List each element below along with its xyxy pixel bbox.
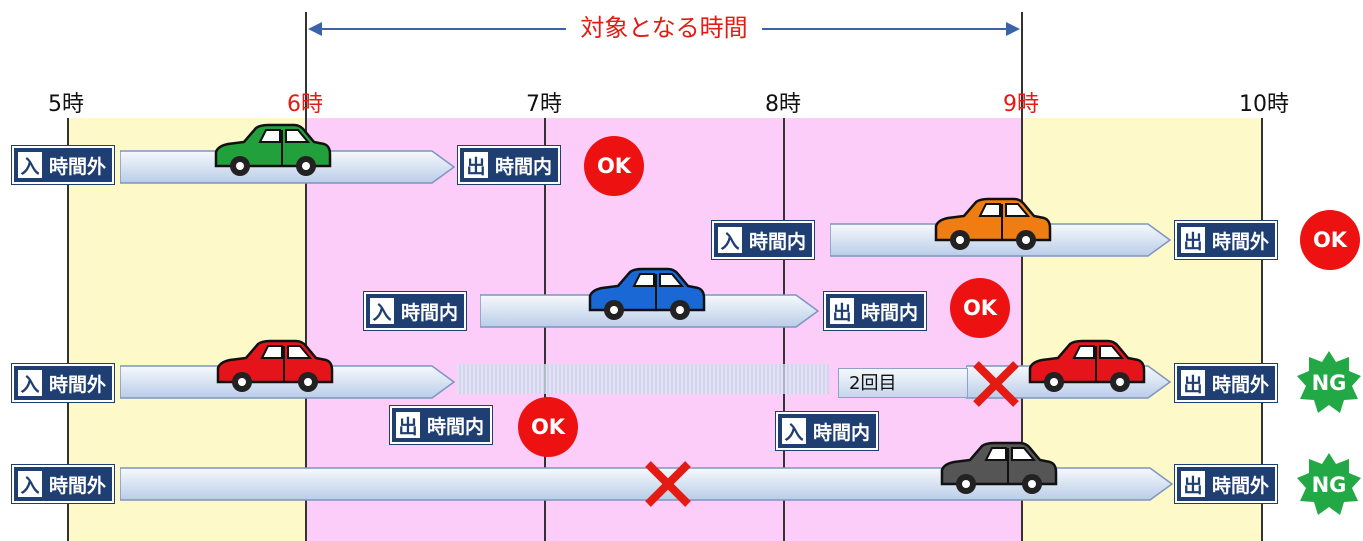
exit-status: 時間内 [495, 155, 553, 178]
entry-mark: 入 [18, 471, 42, 497]
ng-text: NG [1311, 371, 1347, 395]
ng-badge-gray: NG [1296, 452, 1362, 518]
ok-badge-red-first: OK [518, 397, 578, 457]
entry-status: 時間内 [401, 301, 459, 324]
hour-label-5: 5時 [48, 92, 84, 117]
exit-status: 時間外 [1212, 230, 1270, 253]
exit-mark: 出 [396, 412, 420, 438]
entry-badge-red: 入 時間外 [12, 364, 115, 402]
car-icon-red [212, 338, 336, 394]
exit-badge-green: 出 時間内 [458, 146, 561, 184]
ng-burst-icon [1297, 351, 1361, 413]
car-icon-red-second [1024, 338, 1148, 394]
exit-badge-blue: 出 時間内 [824, 292, 927, 330]
exit-badge-gray: 出 時間外 [1175, 465, 1278, 503]
exit-status: 時間外 [1212, 373, 1270, 396]
hour-label-8: 8時 [765, 92, 801, 117]
entry-mark: 入 [782, 418, 806, 444]
hour-line-7 [544, 118, 546, 541]
ng-text: NG [1311, 473, 1347, 497]
exit-status: 時間内 [861, 301, 919, 324]
car-icon-blue [584, 266, 708, 322]
entry-status: 時間内 [749, 230, 807, 253]
hour-label-10: 10時 [1239, 92, 1289, 117]
exit-badge-red: 出 時間外 [1175, 364, 1278, 402]
entry-mark: 入 [718, 227, 742, 253]
entry-status: 時間内 [813, 421, 871, 444]
exit-badge-red-first: 出 時間内 [390, 406, 493, 444]
hour-label-7: 7時 [526, 92, 562, 117]
ok-badge-green: OK [584, 136, 644, 196]
car-icon-orange [930, 196, 1054, 252]
car-icon-gray [936, 440, 1060, 496]
hour-label-9: 9時 [1003, 92, 1039, 117]
exit-status: 時間内 [427, 415, 485, 438]
entry-mark: 入 [18, 152, 42, 178]
ng-burst-icon [1297, 453, 1361, 515]
exit-mark: 出 [1181, 471, 1205, 497]
entry-badge-green: 入 時間外 [12, 146, 115, 184]
hour-line-5 [67, 118, 69, 541]
hour-line-9 [1021, 12, 1023, 541]
red-cross-icon [973, 361, 1019, 407]
second-entry-label: 2回目 [838, 368, 968, 398]
entry-status: 時間外 [49, 373, 107, 396]
exit-badge-orange: 出 時間外 [1175, 221, 1278, 259]
exit-mark: 出 [1181, 227, 1205, 253]
entry-badge-blue: 入 時間内 [364, 292, 467, 330]
red-cross-icon [645, 461, 691, 507]
ng-badge-red: NG [1296, 350, 1362, 416]
car-icon-green [210, 122, 334, 178]
gap-period [457, 364, 829, 394]
entry-badge-gray: 入 時間外 [12, 465, 115, 503]
exit-status: 時間外 [1212, 474, 1270, 497]
exit-mark: 出 [464, 152, 488, 178]
entry-mark: 入 [370, 298, 394, 324]
entry-status: 時間外 [49, 155, 107, 178]
hour-label-6: 6時 [287, 92, 323, 117]
entry-badge-red-second: 入 時間内 [776, 412, 879, 450]
entry-status: 時間外 [49, 474, 107, 497]
ok-badge-blue: OK [950, 278, 1010, 338]
diagram-title: 対象となる時間 [566, 12, 762, 44]
hour-line-6 [305, 12, 307, 541]
exit-mark: 出 [1181, 370, 1205, 396]
exit-mark: 出 [830, 298, 854, 324]
entry-badge-orange: 入 時間内 [712, 221, 815, 259]
ok-badge-orange: OK [1300, 210, 1360, 270]
hour-line-8 [783, 118, 785, 541]
hour-line-10 [1261, 118, 1263, 541]
entry-mark: 入 [18, 370, 42, 396]
